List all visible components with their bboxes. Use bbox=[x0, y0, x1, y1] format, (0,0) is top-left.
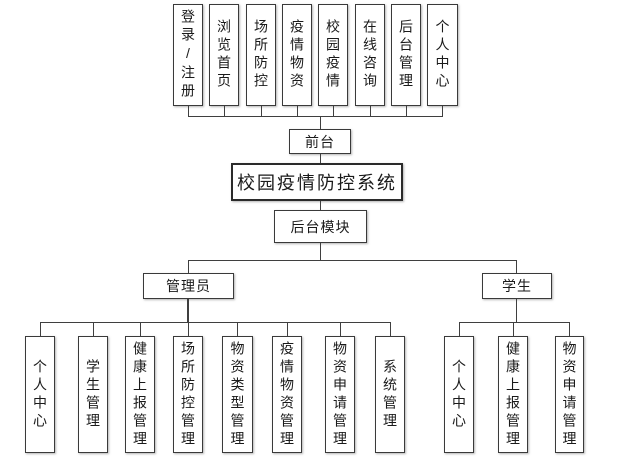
connector-line bbox=[569, 322, 570, 336]
frontend-feature-epidemic-supplies: 疫情物资 bbox=[282, 4, 312, 106]
admin-feature-supply-type-mgmt: 物资类型管理 bbox=[222, 336, 253, 453]
connector-line bbox=[333, 106, 334, 116]
connector-line bbox=[320, 154, 321, 163]
frontend-feature-personal-center: 个人中心 bbox=[427, 4, 458, 106]
connector-line bbox=[261, 106, 262, 116]
connector-line bbox=[187, 299, 189, 322]
frontend-feature-venue-control: 场所防控 bbox=[246, 4, 276, 106]
connector-line bbox=[516, 299, 517, 322]
frontend-feature-campus-epidemic: 校园疫情 bbox=[318, 4, 348, 106]
student-feature-health-report-mgmt: 健康上报管理 bbox=[498, 336, 528, 453]
connector-line bbox=[224, 106, 225, 116]
connector-line bbox=[442, 106, 443, 116]
connector-line bbox=[287, 322, 288, 336]
role-student-node: 学生 bbox=[482, 273, 552, 299]
connector-bus-top bbox=[188, 116, 443, 117]
admin-feature-venue-control-mgmt: 场所防控管理 bbox=[173, 336, 203, 453]
student-feature-personal-center: 个人中心 bbox=[444, 336, 474, 453]
admin-feature-health-report-mgmt: 健康上报管理 bbox=[125, 336, 155, 453]
frontend-feature-online-consult: 在线咨询 bbox=[355, 4, 385, 106]
student-feature-supply-request-mgmt: 物资申请管理 bbox=[555, 336, 584, 453]
connector-line bbox=[93, 322, 94, 336]
backend-module-node: 后台模块 bbox=[274, 210, 367, 243]
connector-line bbox=[40, 322, 41, 336]
connector-line bbox=[513, 322, 514, 336]
admin-feature-supply-request-mgmt: 物资申请管理 bbox=[325, 336, 355, 453]
connector-line bbox=[140, 322, 141, 336]
connector-line bbox=[390, 322, 391, 336]
connector-line bbox=[459, 322, 460, 336]
connector-line bbox=[370, 106, 371, 116]
system-root-node: 校园疫情防控系统 bbox=[231, 163, 403, 201]
connector-bus-roles bbox=[188, 260, 517, 261]
admin-feature-personal-center: 个人中心 bbox=[25, 336, 55, 453]
connector-line bbox=[320, 116, 321, 129]
connector-bus-student bbox=[459, 322, 570, 323]
frontend-feature-login-register: 登录/注册 bbox=[173, 4, 203, 106]
admin-feature-epidemic-supply-mgmt: 疫情物资管理 bbox=[272, 336, 302, 453]
admin-feature-system-mgmt: 系统管理 bbox=[375, 336, 405, 453]
frontend-node: 前台 bbox=[289, 129, 351, 154]
connector-line bbox=[340, 322, 341, 336]
connector-line bbox=[516, 260, 517, 273]
connector-line bbox=[237, 322, 238, 336]
connector-line bbox=[188, 260, 189, 273]
frontend-feature-browse-home: 浏览首页 bbox=[209, 4, 239, 106]
connector-line bbox=[188, 106, 189, 116]
role-admin-node: 管理员 bbox=[143, 273, 234, 299]
connector-bus-admin bbox=[40, 322, 390, 323]
admin-feature-student-mgmt: 学生管理 bbox=[78, 336, 108, 453]
connector-line bbox=[320, 201, 321, 210]
connector-line bbox=[406, 106, 407, 116]
frontend-feature-backend-admin: 后台管理 bbox=[391, 4, 421, 106]
connector-line bbox=[297, 106, 298, 116]
connector-line bbox=[188, 322, 189, 336]
connector-line bbox=[320, 243, 321, 260]
